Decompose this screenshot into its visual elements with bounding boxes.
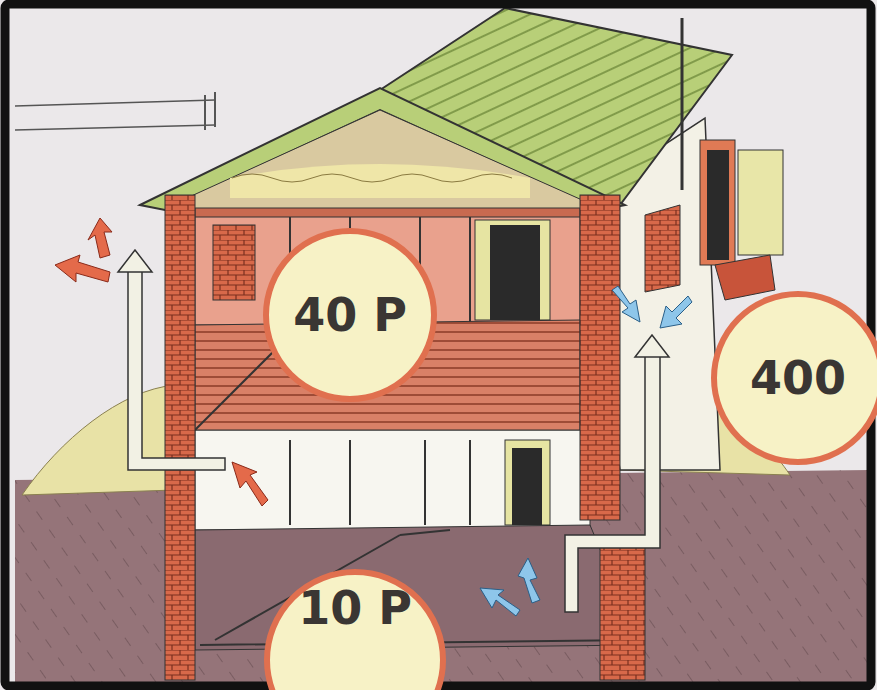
level-value: 10 P (263, 581, 447, 635)
level-value: 40 P (262, 288, 438, 342)
level-circle: 10 P (263, 568, 447, 690)
level-value: 400 (710, 351, 877, 405)
level-circle: 400 (710, 290, 877, 466)
level-circle: 40 P (262, 227, 438, 403)
